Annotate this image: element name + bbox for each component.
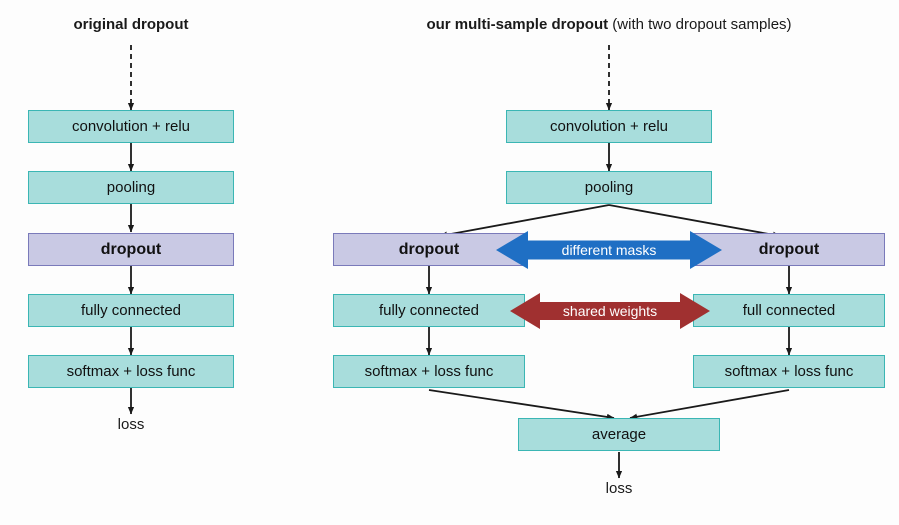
right-node-softmax-left-label: softmax + loss func [364, 363, 494, 380]
right-node-pooling-label: pooling [584, 179, 634, 196]
banner-shared-weights: shared weights [510, 293, 710, 329]
left-node-loss: loss [28, 416, 234, 433]
left-node-softmax: softmax + loss func [28, 355, 234, 388]
right-node-convolution-label: convolution + relu [550, 118, 668, 135]
right-node-softmax-right: softmax + loss func [693, 355, 885, 388]
edge-right-merge-right [629, 389, 790, 420]
right-title-light: (with two dropout samples) [608, 16, 792, 33]
left-node-fully-connected: fully connected [28, 294, 234, 327]
shared-weights-arrow-icon [510, 293, 710, 329]
right-node-fully-connected-right-label: full connected [742, 302, 836, 319]
banner-different-masks-label: different masks [561, 242, 657, 258]
left-node-fully-connected-label: fully connected [80, 302, 182, 319]
left-node-pooling: pooling [28, 171, 234, 204]
left-node-convolution-label: convolution + relu [72, 118, 190, 135]
right-node-dropout-left-label: dropout [398, 240, 460, 258]
left-node-convolution: convolution + relu [28, 110, 234, 143]
left-node-loss-label: loss [117, 416, 145, 433]
left-node-dropout: dropout [28, 233, 234, 266]
banner-shared-weights-label: shared weights [562, 303, 658, 319]
right-diagram-title: our multi-sample dropout (with two dropo… [349, 16, 869, 33]
right-node-fully-connected-left: fully connected [333, 294, 525, 327]
right-title-bold: our multi-sample dropout [426, 16, 609, 33]
right-node-pooling: pooling [506, 171, 712, 204]
right-node-loss-label: loss [605, 480, 633, 497]
right-node-dropout-right-label: dropout [758, 240, 820, 258]
left-node-softmax-label: softmax + loss func [66, 363, 196, 380]
right-node-fully-connected-right: full connected [693, 294, 885, 327]
left-title-bold: original dropout [73, 16, 189, 33]
left-node-pooling-label: pooling [106, 179, 156, 196]
right-node-dropout-left: dropout [333, 233, 525, 266]
right-node-convolution: convolution + relu [506, 110, 712, 143]
right-node-average: average [518, 418, 720, 451]
left-node-dropout-label: dropout [100, 240, 162, 258]
different-masks-arrow-icon [496, 231, 722, 269]
right-node-fully-connected-left-label: fully connected [378, 302, 480, 319]
left-diagram-title: original dropout [28, 16, 234, 33]
right-node-dropout-right: dropout [693, 233, 885, 266]
right-node-average-label: average [591, 426, 647, 443]
edge-right-merge-left [428, 389, 615, 421]
right-node-softmax-right-label: softmax + loss func [724, 363, 854, 380]
right-node-loss: loss [518, 480, 720, 497]
right-node-softmax-left: softmax + loss func [333, 355, 525, 388]
banner-different-masks: different masks [496, 231, 722, 269]
